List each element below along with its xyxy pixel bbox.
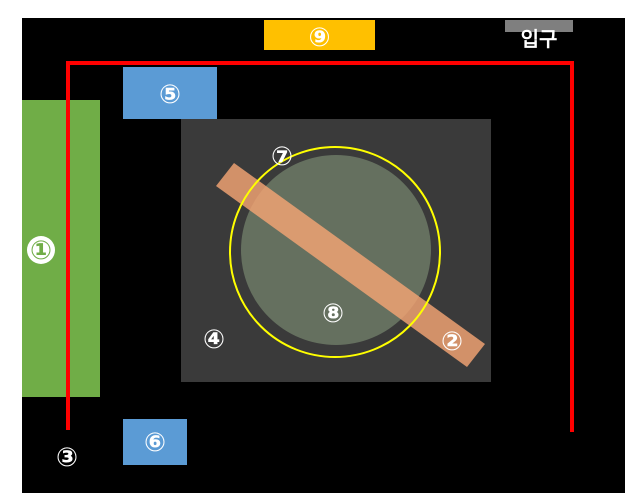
zone-5-label: ⑤: [159, 80, 181, 110]
entrance-label: 입구: [521, 27, 558, 51]
zone-4-label: ④: [203, 325, 225, 355]
red-rail: [66, 61, 574, 432]
zone-9-block: [264, 20, 375, 50]
zone-8-label: ⑧: [322, 299, 344, 329]
zone-7-label: ⑦: [271, 142, 293, 172]
yellow-ring: [229, 146, 441, 358]
entrance-block: [505, 20, 573, 32]
zone-3-label: ③: [56, 443, 78, 473]
zone-9-label: ⑨: [308, 23, 330, 53]
zone-6-label: ⑥: [144, 428, 166, 458]
zone-2-label: ②: [441, 327, 463, 357]
zone-5-block: [123, 67, 217, 119]
zone-1-badge: [27, 236, 55, 264]
zone-6-block: [123, 419, 187, 465]
zone-1-label: ①: [30, 236, 52, 266]
